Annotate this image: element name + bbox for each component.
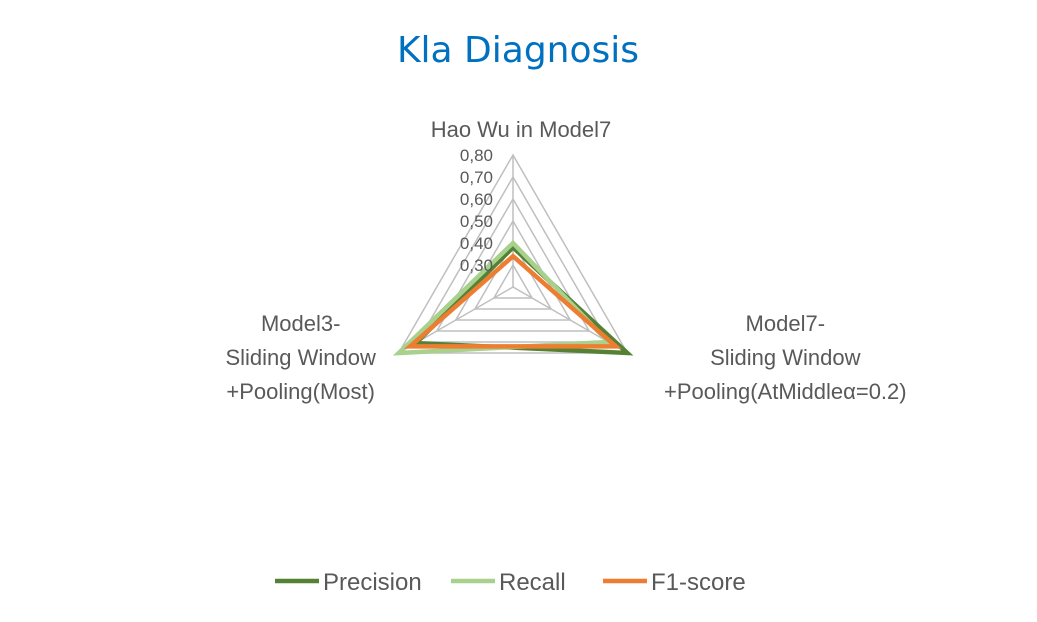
- axis-label-0: Hao Wu in Model7: [431, 117, 612, 142]
- grid-ring-1: [473, 241, 553, 310]
- axis-label-line: Sliding Window: [225, 345, 376, 370]
- tick-label: 0,30: [460, 256, 493, 275]
- grid-ring-4: [416, 175, 610, 343]
- legend-label-recall: Recall: [499, 569, 566, 596]
- axis-label-line: Sliding Window: [710, 345, 861, 370]
- axis-label-1: Model7- Sliding Window +Pooling(AtMiddleα=…: [664, 311, 907, 404]
- radar-tick-labels: 0,30 0,40 0,50 0,60 0,70 0,80: [460, 146, 493, 275]
- tick-label: 0,40: [460, 234, 493, 253]
- chart-title: Kla Diagnosis: [397, 30, 639, 71]
- tick-label: 0,70: [460, 168, 493, 187]
- axis-label-line: Hao Wu in Model7: [431, 117, 612, 142]
- legend-label-precision: Precision: [323, 569, 422, 596]
- grid-ring-3: [435, 197, 591, 332]
- axis-label-line: +Pooling(AtMiddleα=0.2): [664, 379, 907, 404]
- tick-label: 0,50: [460, 212, 493, 231]
- series-f1-score: [404, 253, 622, 349]
- chart-legend: Precision Recall F1-score: [275, 569, 746, 596]
- tick-label: 0,60: [460, 190, 493, 209]
- axis-label-line: Model7-: [746, 311, 825, 336]
- grid-ring-0: [492, 263, 534, 299]
- grid-ring-5: [397, 153, 629, 354]
- legend-label-f1-score: F1-score: [651, 569, 746, 596]
- radar-series: [392, 239, 634, 356]
- axis-label-line: +Pooling(Most): [226, 379, 375, 404]
- axis-label-line: Model3-: [261, 311, 340, 336]
- tick-label: 0,80: [460, 146, 493, 165]
- axis-label-2: Model3- Sliding Window +Pooling(Most): [225, 311, 376, 404]
